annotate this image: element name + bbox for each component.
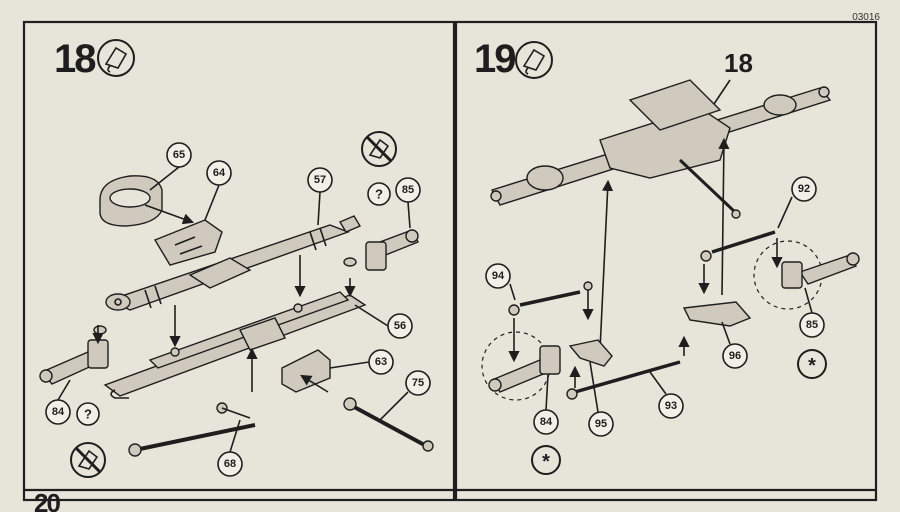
shock-absorber-part-84 [488,345,561,393]
panel-19-frame [454,20,878,502]
svg-text:96: 96 [729,350,741,362]
callout-85: 85 [799,312,825,338]
svg-text:65: 65 [173,149,185,161]
step-20-number: 20 [34,488,60,512]
callout-65: 65 [166,142,192,168]
glue-icon [515,41,553,79]
callout-68: 68 [217,451,243,477]
callout-57: 57 [307,167,333,193]
step-18-number: 18 [54,37,96,81]
svg-text:84: 84 [540,416,553,428]
no-glue-icon [361,131,397,167]
svg-text:64: 64 [213,167,226,179]
svg-text:68: 68 [224,458,236,470]
assembly-reference-label: 18 [724,48,753,78]
callout-95: 95 [588,411,614,437]
callout-63: 63 [368,349,394,375]
step-19-number: 19 [474,37,515,81]
svg-text:85: 85 [402,184,414,196]
steering-rod-part-94 [508,281,594,321]
callout-94: 94 [485,263,511,289]
step-19-panel: 19 18 [474,37,860,475]
svg-text:85: 85 [806,319,818,331]
svg-text:*: * [542,451,550,473]
panel-18-frame [22,20,456,502]
callout-96: 96 [722,343,748,369]
svg-text:*: * [808,355,816,377]
glue-icon [97,39,135,77]
star-symbol: * [531,445,561,475]
callout-84: 84 [45,399,71,425]
callout-75: 75 [405,370,431,396]
assembly-arrow [144,204,195,225]
svg-text:92: 92 [798,183,810,195]
steering-rod-part-68 [128,402,256,457]
svg-text:?: ? [84,407,92,422]
svg-text:56: 56 [394,320,406,332]
svg-text:?: ? [375,187,383,202]
cover-plate-part [281,349,331,393]
callout-84: 84 [533,409,559,435]
callout-56: 56 [387,313,413,339]
svg-text:94: 94 [492,270,505,282]
star-symbol: * [797,349,827,379]
lower-frame-part [103,291,367,399]
steering-rod-part-92 [698,230,783,295]
shock-absorber-part-84 [39,325,109,385]
svg-text:63: 63 [375,356,387,368]
callout-64: 64 [206,160,232,186]
svg-text:75: 75 [412,377,424,389]
drag-link-part-93 [566,335,690,400]
callout-93: 93 [658,393,684,419]
svg-text:84: 84 [52,406,65,418]
steering-rod-part-75 [343,397,434,452]
mount-cap-part [99,175,163,227]
shock-absorber-part-85 [781,252,860,289]
steering-arm-part-95 [568,339,613,367]
svg-text:57: 57 [314,174,326,186]
bracket-part [153,219,223,266]
no-glue-icon [70,442,106,478]
assembled-axle-unit [490,79,832,219]
sheet-code: 03016 [852,12,880,23]
steering-arm-part-96 [682,301,752,327]
callout-85: 85 [395,177,421,203]
shock-absorber-part-85 [343,229,419,271]
svg-text:95: 95 [595,418,607,430]
check-symbol: ? [76,402,100,426]
check-symbol: ? [367,182,391,206]
callout-92: 92 [791,176,817,202]
step-18-panel: 18 [39,37,434,478]
svg-text:93: 93 [665,400,677,412]
axle-beam-part [105,215,362,311]
